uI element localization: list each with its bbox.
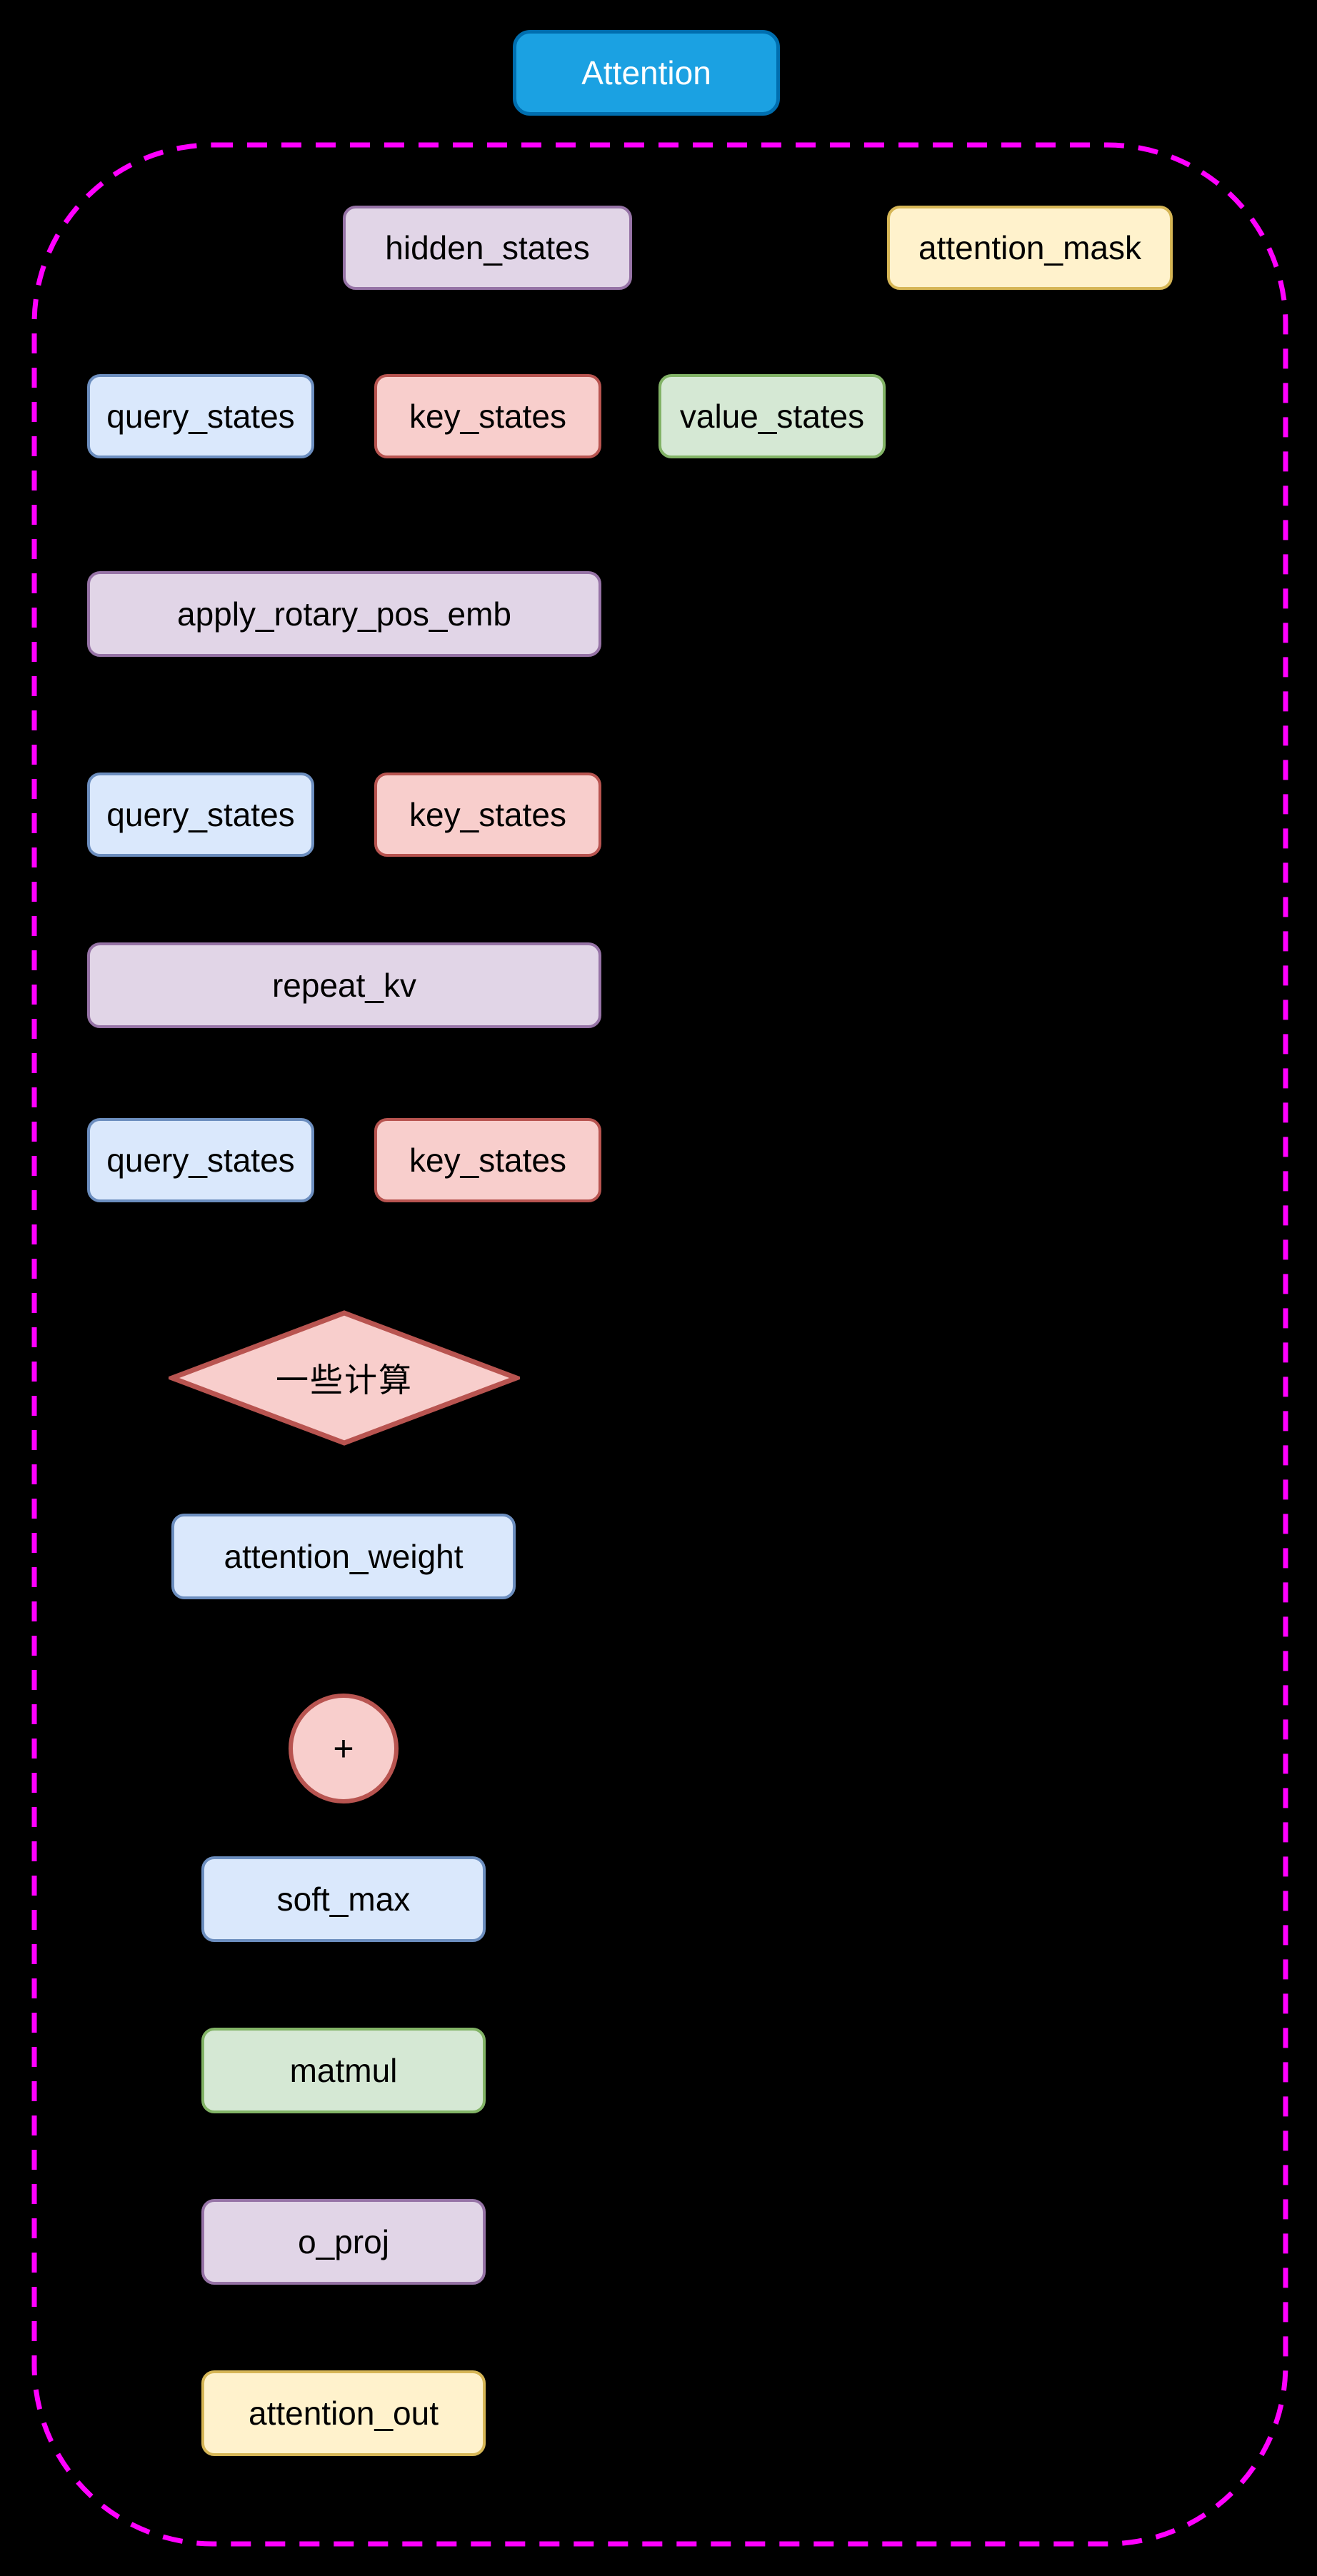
node-apply-rotary-pos-emb: apply_rotary_pos_emb bbox=[87, 571, 601, 657]
node-plus-circle: + bbox=[289, 1694, 399, 1803]
node-attention-out: attention_out bbox=[201, 2370, 486, 2456]
node-o-proj: o_proj bbox=[201, 2199, 486, 2285]
node-query-states-2: query_states bbox=[87, 773, 314, 857]
diamond-label: 一些计算 bbox=[276, 1362, 413, 1399]
node-soft-max: soft_max bbox=[201, 1856, 486, 1942]
node-some-computation-diamond: 一些计算 bbox=[169, 1309, 520, 1447]
node-attention-mask: attention_mask bbox=[887, 206, 1173, 290]
node-key-states-3: key_states bbox=[374, 1118, 601, 1202]
node-key-states-1: key_states bbox=[374, 374, 601, 458]
node-query-states-1: query_states bbox=[87, 374, 314, 458]
dashed-border-rect bbox=[31, 142, 1288, 2547]
node-attention-weight: attention_weight bbox=[171, 1514, 516, 1599]
attention-title-node: Attention bbox=[513, 30, 780, 116]
node-key-states-2: key_states bbox=[374, 773, 601, 857]
node-value-states: value_states bbox=[658, 374, 886, 458]
node-hidden-states: hidden_states bbox=[343, 206, 632, 290]
node-query-states-3: query_states bbox=[87, 1118, 314, 1202]
node-repeat-kv: repeat_kv bbox=[87, 942, 601, 1028]
node-matmul: matmul bbox=[201, 2028, 486, 2113]
diamond-shape bbox=[169, 1310, 520, 1446]
